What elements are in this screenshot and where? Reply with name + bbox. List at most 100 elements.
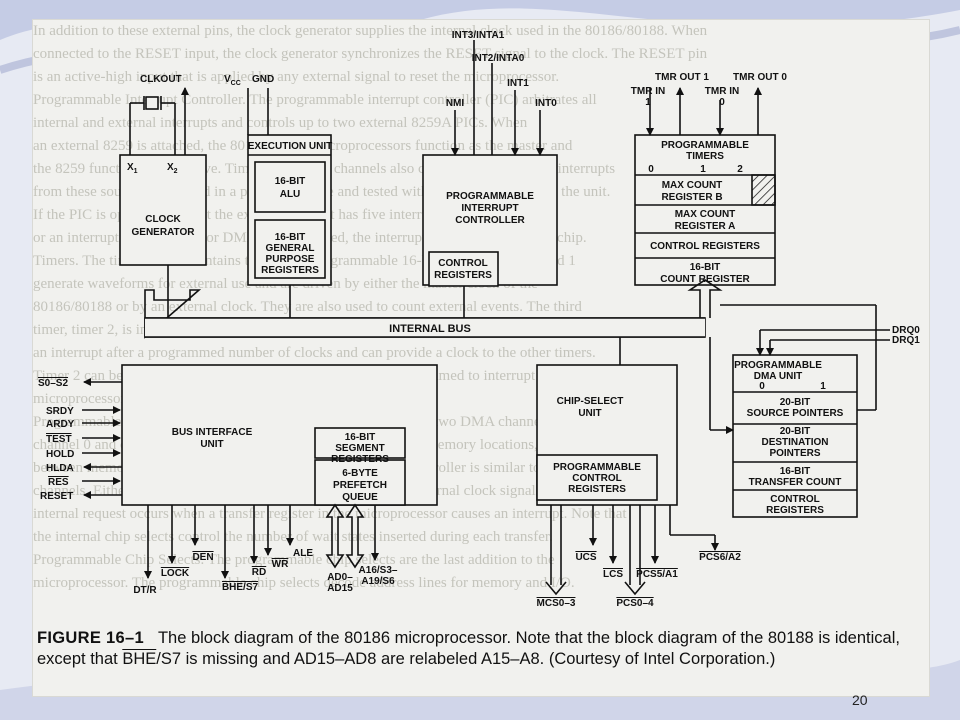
mcs-label: MCS0–3 bbox=[537, 598, 576, 609]
dma-channel-0: 0 bbox=[759, 381, 765, 392]
pcs5-label: PCS5/A1 bbox=[636, 569, 678, 580]
max-count-b-label-1: MAX COUNT bbox=[662, 180, 723, 191]
execution-unit-title: EXECUTION UNIT bbox=[248, 141, 332, 152]
bhe-label: BHE/S7 bbox=[222, 582, 259, 593]
dtr-label: DT/R bbox=[133, 585, 157, 596]
ad-label-2: AD15 bbox=[327, 583, 353, 594]
internal-bus-label: INTERNAL BUS bbox=[389, 323, 471, 335]
a16-label-1: A16/S3– bbox=[359, 565, 398, 576]
int0-label: INT0 bbox=[535, 98, 557, 109]
dma-control-label-1: CONTROL bbox=[770, 494, 819, 505]
dma-title-2: DMA UNIT bbox=[754, 371, 803, 382]
bleed-through-line: connected to the RESET input, the clock … bbox=[33, 46, 708, 62]
a16-label-2: A19/S6 bbox=[361, 576, 395, 587]
csu-control-label-1: PROGRAMMABLE bbox=[553, 462, 641, 473]
scanned-page: In addition to these external pins, the … bbox=[33, 20, 929, 696]
csu-label-1: CHIP-SELECT bbox=[557, 396, 624, 407]
int2-label: INT2/INTA0 bbox=[472, 53, 525, 64]
pcs6-label: PCS6/A2 bbox=[699, 552, 741, 563]
bleed-through-line: microprocessor. The programmable chip se… bbox=[33, 575, 575, 591]
gpr-label-1: 16-BIT bbox=[275, 232, 306, 243]
bleed-through-line: is an active-high input that is applied … bbox=[33, 69, 560, 85]
clkout-label: CLKOUT bbox=[140, 74, 182, 85]
pic-label-1: PROGRAMMABLE bbox=[446, 191, 534, 202]
dma-control-label-2: REGISTERS bbox=[766, 505, 824, 516]
clock-generator-block bbox=[119, 154, 207, 266]
reset-label: RESET bbox=[40, 491, 73, 502]
count-register-label-2: COUNT REGISTER bbox=[660, 274, 750, 285]
vcc-label: VCC bbox=[224, 74, 241, 87]
tmrin0-label: TMR IN bbox=[705, 86, 739, 97]
ardy-label: ARDY bbox=[46, 419, 75, 430]
tmrin0-number: 0 bbox=[719, 97, 725, 108]
hlda-label: HLDA bbox=[46, 463, 74, 474]
drq0-label: DRQ0 bbox=[892, 325, 920, 336]
pic-control-label-1: CONTROL bbox=[438, 258, 487, 269]
alu-block bbox=[254, 161, 326, 213]
test-label: TEST bbox=[46, 434, 72, 445]
alu-label-1: 16-BIT bbox=[275, 176, 306, 187]
max-count-a-label-1: MAX COUNT bbox=[675, 209, 736, 220]
timers-title-1: PROGRAMMABLE bbox=[661, 140, 749, 151]
ucs-label: UCS bbox=[575, 552, 596, 563]
pic-control-label-2: REGISTERS bbox=[434, 270, 492, 281]
den-label: DEN bbox=[192, 552, 213, 563]
bleed-through-line: an interrupt after a programmed number o… bbox=[33, 345, 596, 361]
clock-generator-label-1: CLOCK bbox=[145, 214, 181, 225]
dma-title-1: PROGRAMMABLE bbox=[734, 360, 822, 371]
source-pointers-label-1: 20-BIT bbox=[780, 397, 811, 408]
rd-label: RD bbox=[252, 567, 266, 578]
wr-label: WR bbox=[272, 559, 289, 570]
programmable-timers-block bbox=[634, 134, 776, 286]
biu-label-1: BUS INTERFACE bbox=[172, 427, 253, 438]
gpr-label-4: REGISTERS bbox=[261, 265, 319, 276]
res-label: RES bbox=[48, 477, 69, 488]
x2-label: X2 bbox=[167, 162, 178, 175]
nmi-label: NMI bbox=[446, 98, 465, 109]
ale-label: ALE bbox=[293, 548, 313, 559]
bleed-through-line: the internal chip selects control the nu… bbox=[33, 529, 553, 545]
caption-bhe: BHE bbox=[122, 650, 157, 668]
int3-label: INT3/INTA1 bbox=[452, 30, 505, 41]
alu-label-2: ALU bbox=[280, 189, 301, 200]
tmrin1-number: 1 bbox=[645, 97, 651, 108]
hold-label: HOLD bbox=[46, 449, 74, 460]
gpr-label-2: GENERAL bbox=[266, 243, 315, 254]
caption-text-2: /S7 is missing and AD15–AD8 are relabele… bbox=[156, 650, 776, 668]
block-diagram: CLKOUT VCC GND X1 X2 CLOCK GENERATOR EXE… bbox=[38, 30, 920, 609]
lock-label: LOCK bbox=[161, 568, 190, 579]
figure-number: FIGURE 16–1 bbox=[37, 629, 144, 647]
dma-channel-1: 1 bbox=[820, 381, 826, 392]
csu-control-label-2: CONTROL bbox=[572, 473, 621, 484]
destination-label-1: 20-BIT bbox=[780, 426, 811, 437]
ad-label-1: AD0– bbox=[327, 572, 353, 583]
crystal-oscillator bbox=[129, 96, 176, 155]
tmrout1-label: TMR OUT 1 bbox=[655, 72, 709, 83]
destination-label-2: DESTINATION bbox=[761, 437, 828, 448]
bleed-through-line: Programmable Interrupt Controller. The p… bbox=[33, 92, 597, 108]
segment-label-2: SEGMENT bbox=[335, 443, 384, 454]
transfer-count-label-1: 16-BIT bbox=[780, 466, 811, 477]
pic-label-3: CONTROLLER bbox=[455, 215, 525, 226]
count-register-label-1: 16-BIT bbox=[690, 262, 721, 273]
bleed-through-line: In addition to these external pins, the … bbox=[33, 23, 708, 39]
bleed-through-line: Programmable Chip Selects. The programma… bbox=[33, 552, 555, 568]
x1-label: X1 bbox=[127, 162, 138, 175]
tmrin1-label: TMR IN bbox=[631, 86, 665, 97]
pic-control-registers-block bbox=[428, 251, 499, 287]
source-pointers-label-2: SOURCE POINTERS bbox=[747, 408, 844, 419]
csu-label-2: UNIT bbox=[578, 408, 601, 419]
srdy-label: SRDY bbox=[46, 406, 74, 417]
prefetch-label-2: PREFETCH bbox=[333, 480, 387, 491]
segment-label-1: 16-BIT bbox=[345, 432, 376, 443]
bleed-through-line: 80186/80188 or by an external clock. The… bbox=[33, 299, 582, 315]
chip-select-control-registers-block bbox=[536, 454, 658, 501]
slide-page-number: 20 bbox=[852, 692, 868, 708]
segment-label-3: REGISTERS bbox=[331, 454, 389, 465]
drq1-label: DRQ1 bbox=[892, 335, 920, 346]
caption-text-1: The block diagram of the 80186 microproc… bbox=[37, 629, 900, 668]
destination-label-3: POINTERS bbox=[769, 448, 820, 459]
s0-s2-label: S0–S2 bbox=[38, 378, 68, 389]
lcs-label: LCS bbox=[603, 569, 623, 580]
gpr-label-3: PURPOSE bbox=[266, 254, 315, 265]
